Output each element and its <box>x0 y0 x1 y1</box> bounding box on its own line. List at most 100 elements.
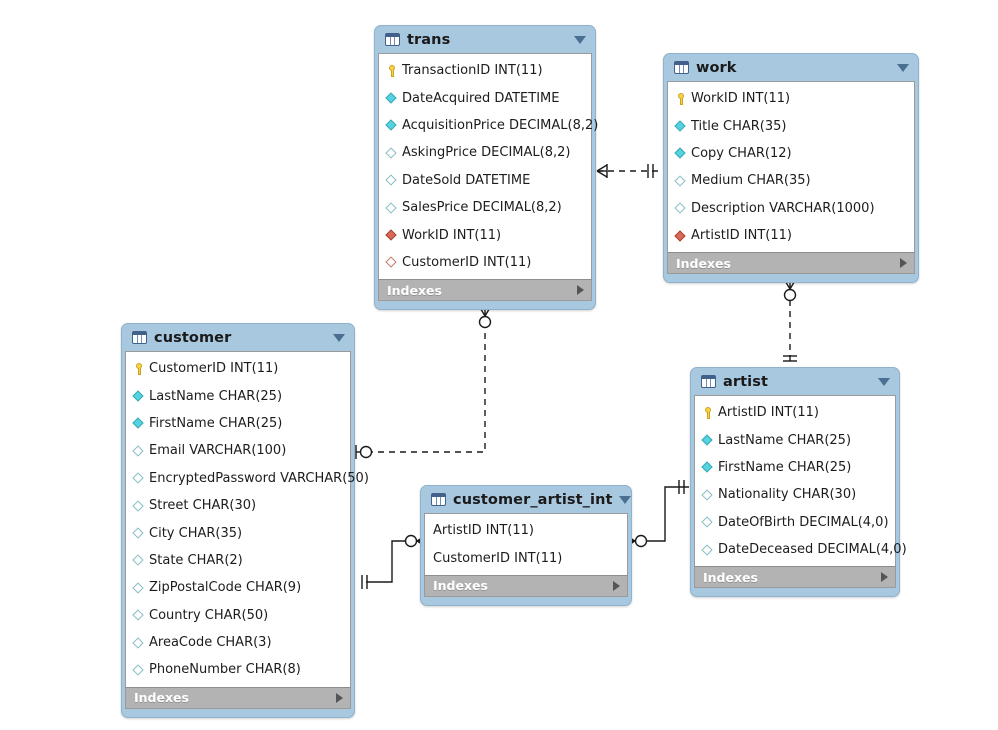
table-column[interactable]: FirstName CHAR(25) <box>126 410 350 437</box>
table-column[interactable]: Country CHAR(50) <box>126 602 350 629</box>
expand-right-icon[interactable] <box>577 285 584 296</box>
table-icon <box>431 493 446 506</box>
table-columns-customer: CustomerID INT(11) LastName CHAR(25)First… <box>125 351 369 687</box>
table-column[interactable]: Email VARCHAR(100) <box>126 437 350 464</box>
table-column[interactable]: AcquisitionPrice DECIMAL(8,2) <box>379 112 598 139</box>
table-column[interactable]: DateDeceased DECIMAL(4,0) <box>695 536 907 563</box>
table-column[interactable]: Medium CHAR(35) <box>668 167 914 194</box>
primary-key-icon <box>674 92 688 106</box>
column-label: CustomerID INT(11) <box>149 361 279 377</box>
table-column[interactable]: ArtistID INT(11) <box>425 517 627 544</box>
indexes-section-work[interactable]: Indexes <box>667 252 915 275</box>
table-header-customer_artist_int[interactable]: customer_artist_int <box>424 486 631 513</box>
column-label: FirstName CHAR(25) <box>718 459 852 475</box>
expand-right-icon[interactable] <box>900 258 907 269</box>
expand-right-icon[interactable] <box>613 580 620 591</box>
indexes-section-customer_artist_int[interactable]: Indexes <box>424 574 628 597</box>
not-null-column-icon <box>132 416 146 430</box>
table-column[interactable]: AreaCode CHAR(3) <box>126 629 350 656</box>
table-column[interactable]: LastName CHAR(25) <box>695 426 895 453</box>
diamond-shape <box>385 174 397 186</box>
table-column[interactable]: TransactionID INT(11) <box>379 57 591 84</box>
table-column[interactable]: DateOfBirth DECIMAL(4,0) <box>695 509 895 536</box>
column-label: ArtistID INT(11) <box>691 228 792 244</box>
indexes-label: Indexes <box>134 690 189 706</box>
indexes-label: Indexes <box>703 569 758 585</box>
indexes-section-trans[interactable]: Indexes <box>378 279 592 302</box>
table-column[interactable]: Copy CHAR(12) <box>668 140 914 167</box>
diamond-shape <box>701 516 713 528</box>
column-label: Title CHAR(35) <box>691 118 787 134</box>
chevron-down-icon[interactable] <box>618 495 631 504</box>
column-label: Email VARCHAR(100) <box>149 443 287 459</box>
chevron-down-icon[interactable] <box>333 333 345 342</box>
relationship-cai-artist <box>624 480 689 548</box>
diamond-shape <box>701 461 713 474</box>
table-column[interactable]: CustomerID INT(11) <box>126 355 350 382</box>
table-column[interactable]: State CHAR(2) <box>126 547 350 574</box>
column-label: State CHAR(2) <box>149 552 243 568</box>
expand-right-icon[interactable] <box>336 692 343 703</box>
column-label: DateAcquired DATETIME <box>402 90 560 106</box>
table-column[interactable]: City CHAR(35) <box>126 519 350 546</box>
table-column[interactable]: FirstName CHAR(25) <box>695 454 895 481</box>
table-column[interactable]: WorkID INT(11) <box>668 85 914 112</box>
column-label: DateDeceased DECIMAL(4,0) <box>718 542 907 558</box>
column-label: Medium CHAR(35) <box>691 173 811 189</box>
column-label: ZipPostalCode CHAR(9) <box>149 580 302 596</box>
indexes-section-artist[interactable]: Indexes <box>694 566 896 589</box>
indexes-label: Indexes <box>676 255 731 271</box>
nullable-column-icon <box>385 146 399 160</box>
table-column[interactable]: DateAcquired DATETIME <box>379 84 591 111</box>
table-column[interactable]: AskingPrice DECIMAL(8,2) <box>379 139 591 166</box>
table-column[interactable]: ArtistID INT(11) <box>668 222 914 249</box>
table-column[interactable]: Street CHAR(30) <box>126 492 350 519</box>
primary-key-icon <box>385 64 399 78</box>
chevron-down-icon[interactable] <box>878 377 890 386</box>
table-column[interactable]: PhoneNumber CHAR(8) <box>126 656 350 683</box>
table-columns-trans: TransactionID INT(11) DateAcquired DATETI… <box>378 53 598 280</box>
indexes-section-customer[interactable]: Indexes <box>125 686 351 709</box>
table-column[interactable]: DateSold DATETIME <box>379 167 591 194</box>
table-column[interactable]: Nationality CHAR(30) <box>695 481 895 508</box>
foreign-key-icon <box>674 229 688 243</box>
table-column[interactable]: SalesPrice DECIMAL(8,2) <box>379 194 591 221</box>
table-column[interactable]: ZipPostalCode CHAR(9) <box>126 574 350 601</box>
diamond-shape <box>674 229 686 242</box>
table-column[interactable]: ArtistID INT(11) <box>695 399 895 426</box>
table-column[interactable]: WorkID INT(11) <box>379 221 591 248</box>
foreign-key-icon <box>385 228 399 242</box>
chevron-down-icon[interactable] <box>897 63 909 72</box>
table-header-artist[interactable]: artist <box>694 368 896 395</box>
diamond-shape <box>385 119 397 132</box>
column-label: Street CHAR(30) <box>149 498 257 514</box>
not-null-column-icon <box>701 460 715 474</box>
table-column[interactable]: CustomerID INT(11) <box>379 249 591 276</box>
column-label: WorkID INT(11) <box>691 91 791 107</box>
column-label: LastName CHAR(25) <box>718 432 852 448</box>
table-column[interactable]: Description VARCHAR(1000) <box>668 195 914 222</box>
column-label: AreaCode CHAR(3) <box>149 635 272 651</box>
table-column[interactable]: EncryptedPassword VARCHAR(50) <box>126 465 369 492</box>
table-header-work[interactable]: work <box>667 54 915 81</box>
diamond-shape <box>132 417 144 430</box>
table-header-trans[interactable]: trans <box>378 26 592 53</box>
nullable-column-icon <box>385 201 399 215</box>
nullable-column-icon <box>132 608 146 622</box>
chevron-down-icon[interactable] <box>574 35 586 44</box>
diamond-shape <box>132 554 144 567</box>
table-column[interactable]: CustomerID INT(11) <box>425 544 627 571</box>
table-column[interactable]: LastName CHAR(25) <box>126 382 350 409</box>
table-column[interactable]: Title CHAR(35) <box>668 112 914 139</box>
expand-right-icon[interactable] <box>881 572 888 583</box>
diamond-shape <box>132 636 144 649</box>
column-label: CustomerID INT(11) <box>433 550 563 566</box>
column-label: TransactionID INT(11) <box>402 63 543 79</box>
table-header-customer[interactable]: customer <box>125 324 351 351</box>
